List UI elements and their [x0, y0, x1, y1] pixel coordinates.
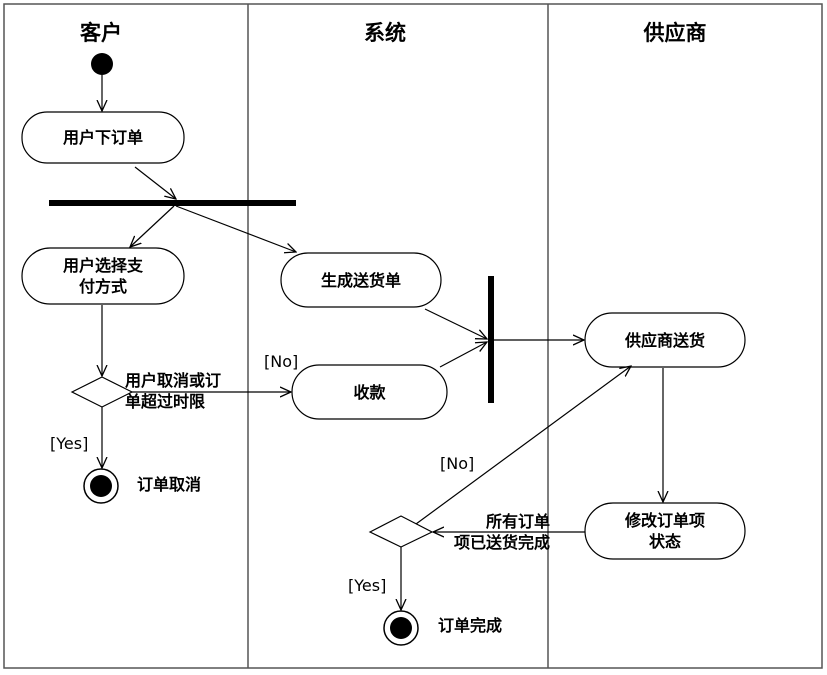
action-update-status-label: 修改订单项 状态	[624, 511, 705, 551]
action-supplier-ship	[584, 312, 746, 368]
action-place-order	[21, 111, 185, 164]
decision-cancel	[70, 376, 134, 408]
lane-title-supplier: 供应商	[643, 21, 707, 45]
flow-fork-to-payment	[130, 205, 175, 247]
action-generate-delivery	[280, 252, 442, 308]
initial-node	[91, 53, 113, 75]
lane-title-customer: 客户	[80, 21, 122, 45]
join-bar	[488, 276, 494, 403]
condition-all-items-shipped: 所有订单 项已送货完成	[453, 512, 550, 552]
guard-no-loop: [No]	[440, 454, 475, 473]
condition-cancel-or-timeout: 用户取消或订 单超过时限	[125, 371, 222, 411]
action-collect-payment-label: 收款	[353, 382, 386, 402]
fork-bar	[49, 200, 296, 206]
guard-yes-cancel: [Yes]	[50, 434, 89, 453]
final-label-order-completed: 订单完成	[438, 616, 503, 635]
action-collect-payment	[291, 364, 448, 420]
lane-title-system: 系统	[364, 21, 406, 45]
final-node-cancelled-dot	[90, 475, 112, 497]
final-node-completed-dot	[390, 617, 412, 639]
action-choose-payment	[21, 247, 185, 305]
action-generate-delivery-label: 生成送货单	[320, 270, 401, 290]
flow-collect-to-join	[439, 342, 487, 368]
action-choose-payment-label: 用户选择支 付方式	[62, 256, 143, 296]
swimlane-frame	[3, 3, 823, 669]
action-place-order-label: 用户下订单	[62, 128, 143, 147]
final-label-order-cancelled: 订单取消	[137, 475, 202, 494]
guard-yes-complete: [Yes]	[348, 576, 387, 595]
flow-fork-to-delivery	[175, 205, 296, 252]
guard-no-collect: [No]	[264, 352, 299, 371]
action-update-status	[584, 502, 746, 560]
flow-decision-to-ship	[415, 366, 631, 525]
flow-order-to-fork	[134, 166, 176, 199]
flow-delivery-to-join	[424, 308, 487, 339]
action-supplier-ship-label: 供应商送货	[624, 330, 705, 350]
